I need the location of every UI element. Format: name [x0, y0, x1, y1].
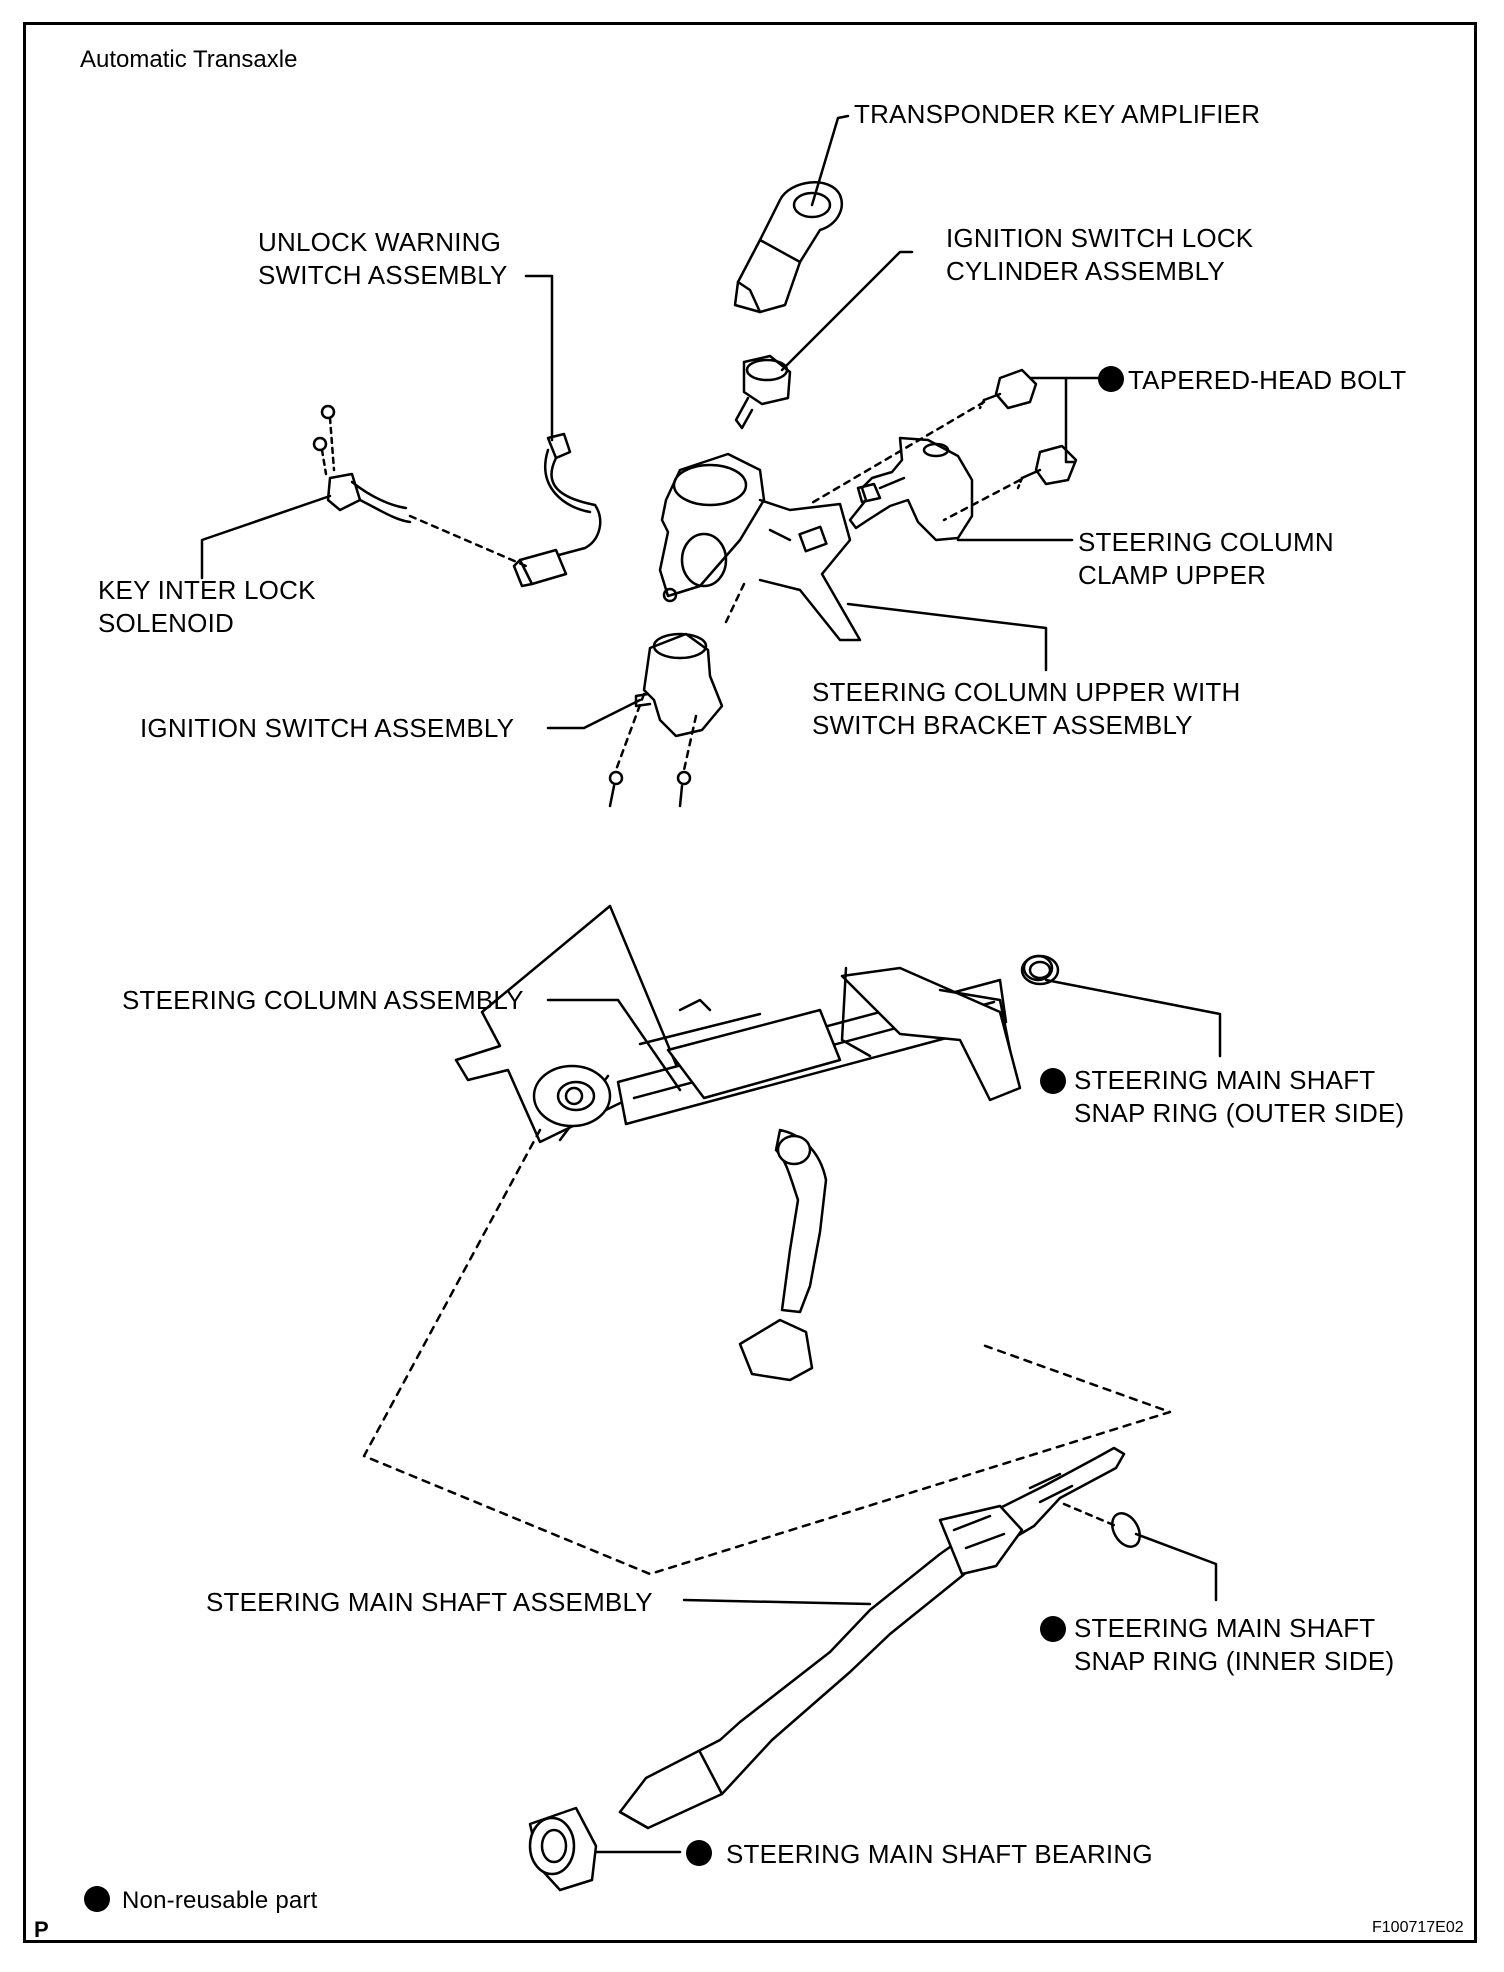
- legend-non-reusable: Non-reusable part: [122, 1887, 318, 1914]
- leader-solenoid: [200, 494, 332, 580]
- dashed-snap-inner: [1062, 1502, 1118, 1528]
- legend-marker: [84, 1886, 110, 1912]
- non-reusable-marker: [1040, 1616, 1066, 1642]
- leader-ignition-switch: [546, 698, 642, 730]
- snap-ring-inner-part: [1111, 1512, 1141, 1548]
- leader-snap-outer: [1044, 978, 1222, 1058]
- unlock-warning-switch-part: [512, 432, 602, 588]
- diagram-frame: [23, 22, 1477, 1943]
- label-steering-column-assembly: STEERING COLUMN ASSEMBLY: [122, 985, 524, 1015]
- non-reusable-marker: [686, 1840, 712, 1866]
- figure-id: F100717E02: [1372, 1919, 1464, 1936]
- label-column-upper-bracket: STEERING COLUMN UPPER WITH SWITCH BRACKE…: [812, 677, 1241, 740]
- key-interlock-solenoid-part: [312, 404, 412, 524]
- dashed-shaft-outline: [362, 1128, 1172, 1576]
- steering-column-assembly-part: [454, 904, 1060, 1382]
- leader-transponder: [810, 114, 850, 207]
- leader-unlock-switch: [524, 274, 554, 442]
- main-shaft-bearing-part: [528, 1806, 598, 1892]
- ignition-switch-part: [608, 632, 724, 808]
- label-transponder-key-amplifier: TRANSPONDER KEY AMPLIFIER: [854, 99, 1261, 129]
- label-ignition-switch-assembly: IGNITION SWITCH ASSEMBLY: [140, 713, 515, 743]
- leader-main-shaft: [682, 1598, 872, 1606]
- label-unlock-warning-switch: UNLOCK WARNING SWITCH ASSEMBLY: [258, 227, 508, 290]
- main-shaft-part: [618, 1446, 1126, 1830]
- snap-ring-outer-part: [1022, 954, 1054, 982]
- leader-bolts: [1028, 376, 1100, 464]
- label-main-shaft-bearing: STEERING MAIN SHAFT BEARING: [726, 1839, 1153, 1869]
- non-reusable-marker: [1098, 366, 1124, 392]
- leader-column-upper: [846, 602, 1048, 672]
- dashed-bolts: [808, 400, 1022, 522]
- diagram-title: Automatic Transaxle: [80, 46, 298, 73]
- label-main-shaft-assembly: STEERING MAIN SHAFT ASSEMBLY: [206, 1587, 653, 1617]
- label-snap-ring-inner: STEERING MAIN SHAFT SNAP RING (INNER SID…: [1074, 1613, 1395, 1676]
- leader-lock-cylinder: [780, 250, 914, 372]
- dashed-solenoid-to-connector: [408, 514, 528, 568]
- label-snap-ring-outer: STEERING MAIN SHAFT SNAP RING (OUTER SID…: [1074, 1065, 1405, 1128]
- tapered-head-bolts-part: [978, 368, 1078, 490]
- label-ignition-lock-cylinder: IGNITION SWITCH LOCK CYLINDER ASSEMBLY: [946, 223, 1254, 286]
- column-upper-bracket-part: [658, 452, 862, 642]
- leader-snap-inner: [1134, 1532, 1218, 1602]
- leader-column-assembly: [546, 998, 682, 1092]
- dashed-ignition: [614, 582, 746, 772]
- label-column-clamp-upper: STEERING COLUMN CLAMP UPPER: [1078, 527, 1334, 590]
- label-tapered-head-bolt: TAPERED-HEAD BOLT: [1128, 365, 1407, 395]
- page-marker: P: [34, 1917, 49, 1942]
- non-reusable-marker: [1040, 1068, 1066, 1094]
- transponder-key-amplifier-part: [733, 181, 843, 314]
- column-clamp-upper-part: [848, 436, 974, 542]
- label-key-interlock-solenoid: KEY INTER LOCK SOLENOID: [98, 575, 316, 638]
- lock-cylinder-part: [734, 354, 792, 430]
